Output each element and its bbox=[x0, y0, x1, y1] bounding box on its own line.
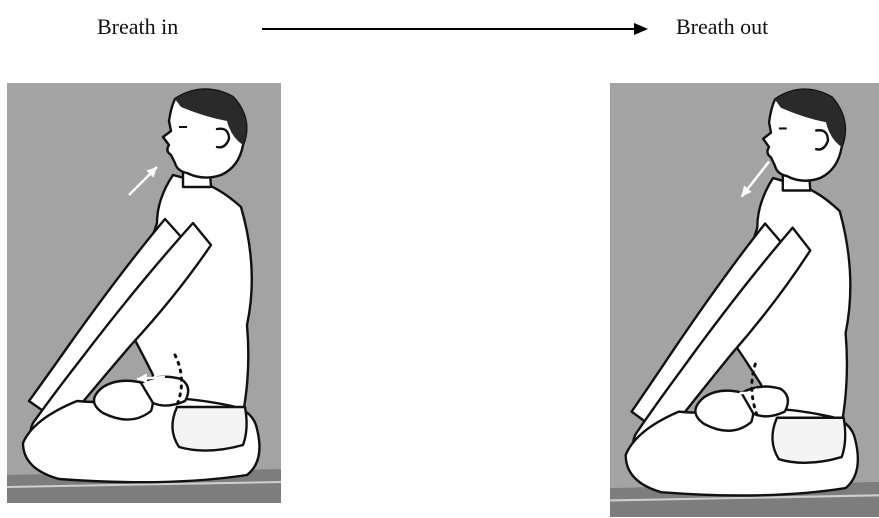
inhale-illustration bbox=[7, 83, 281, 503]
figure-group bbox=[7, 83, 281, 503]
loincloth bbox=[772, 418, 845, 463]
exhale-illustration bbox=[610, 83, 879, 517]
breath-in-label: Breath in bbox=[97, 14, 178, 40]
breath-out-label: Breath out bbox=[676, 14, 768, 40]
loincloth bbox=[172, 407, 246, 451]
flow-arrow bbox=[262, 21, 648, 37]
figure-group bbox=[610, 83, 879, 517]
